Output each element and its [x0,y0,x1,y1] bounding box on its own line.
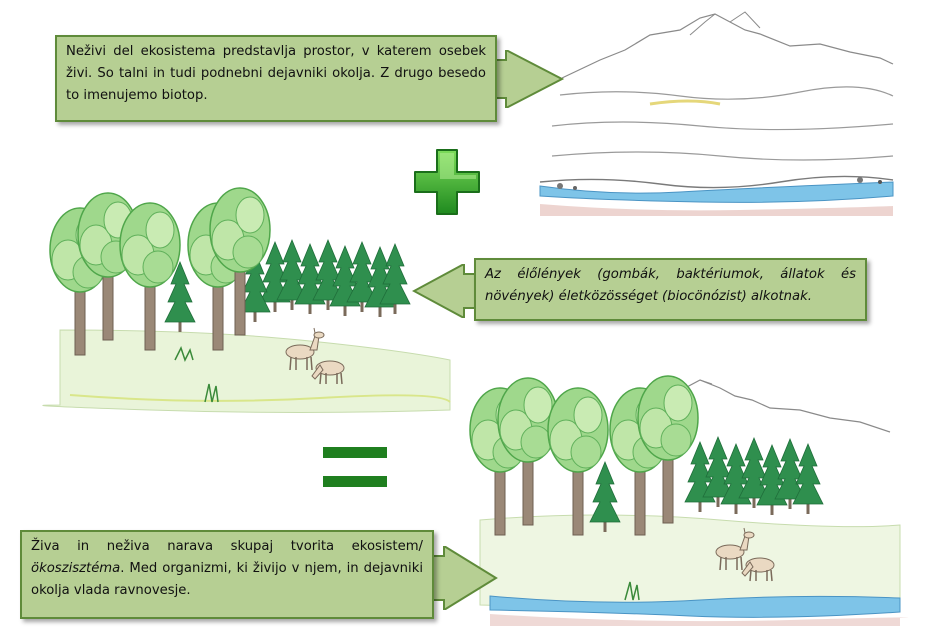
equals-icon [323,447,387,487]
ecosystem-text-part-2: . Med organizmi, ki živijo v njem, in de… [31,561,423,598]
ecosystem-term-hu: ökoszisztéma [31,561,121,576]
plus-icon [414,149,480,215]
biotic-community [42,187,451,413]
abiotic-callout-text: Neživi del ekosistema predstavlja prosto… [55,35,497,122]
callout-arrow-right [430,546,498,610]
abiotic-landscape [539,11,894,216]
ecosystem-combined [469,375,909,626]
ecosystem-text-part-1: Živa in neživa narava skupaj tvorita eko… [31,539,423,554]
callout-arrow-right [494,50,565,108]
biotic-callout-text: Az élőlények (gombák, baktériumok, állat… [474,258,867,321]
ecosystem-callout-text: Živa in neživa narava skupaj tvorita eko… [20,530,434,619]
callout-arrow-left [412,264,478,318]
